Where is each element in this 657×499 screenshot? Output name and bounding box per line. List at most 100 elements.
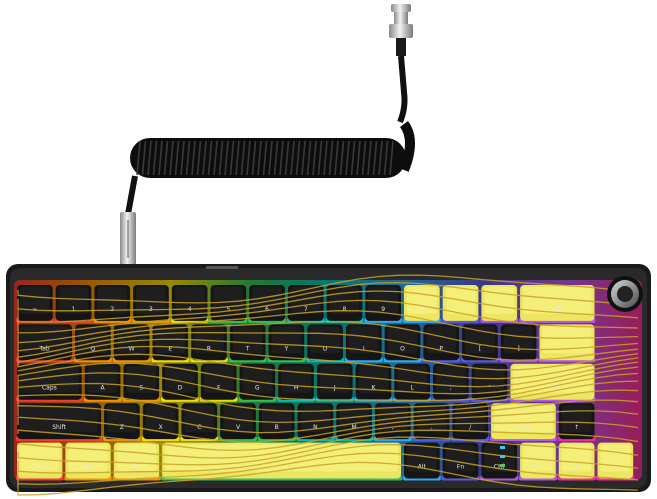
keycap[interactable]: Win	[64, 442, 112, 481]
keycap[interactable]: Ctrl	[480, 442, 519, 481]
keycap-legend: H	[294, 385, 299, 392]
wave-line	[17, 310, 639, 344]
keycap-legend: Enter	[544, 385, 561, 392]
keycap-legend: Tab	[38, 345, 49, 352]
keycap-legend: Win	[82, 464, 93, 471]
keycap[interactable]: I	[344, 324, 383, 363]
keycap-legend: Caps	[42, 385, 57, 392]
keycap-legend: .	[431, 424, 433, 431]
keycap-legend: A	[101, 385, 106, 392]
keycap[interactable]: ⌫	[519, 285, 596, 323]
wave-line	[17, 389, 639, 424]
keycap-legend: 7	[304, 306, 308, 313]
keycap-legend: E	[168, 345, 172, 352]
keycap[interactable]: 3	[132, 285, 170, 323]
keycap-legend: N	[313, 424, 318, 431]
keycap-legend: Fn	[457, 464, 464, 471]
keycap[interactable]: ,	[373, 403, 412, 442]
wave-line	[17, 345, 639, 380]
keycap[interactable]: 8	[325, 285, 364, 323]
wave-line	[17, 290, 639, 323]
keycap[interactable]: P	[422, 324, 461, 363]
keycap[interactable]: ~	[16, 285, 54, 323]
wave-line	[17, 461, 639, 496]
wave-line	[17, 372, 639, 402]
keycap-legend: F	[217, 385, 221, 392]
wave-line	[17, 452, 639, 485]
keycap-legend: R	[207, 345, 211, 352]
keycap-legend: X	[159, 424, 163, 431]
wave-line	[17, 362, 639, 395]
keycap-legend: -	[459, 306, 461, 313]
keycap[interactable]: D	[161, 363, 199, 402]
wave-line	[17, 443, 639, 474]
keycap[interactable]: ←	[519, 442, 557, 481]
wave-pattern	[17, 274, 639, 496]
keycap-legend: Shift	[52, 424, 66, 431]
keycap[interactable]: K	[354, 363, 393, 402]
keycap[interactable]: 5	[209, 285, 248, 323]
keycap[interactable]: H	[277, 363, 315, 402]
keycap[interactable]: R	[190, 324, 228, 363]
wave-line	[17, 429, 639, 459]
keycap-legend: V	[236, 424, 241, 431]
volume-knob[interactable]	[607, 276, 643, 312]
keycap-legend: ~	[32, 306, 37, 313]
keycap-legend: K	[372, 385, 377, 392]
wave-line	[17, 436, 639, 466]
keycap-legend: W	[129, 345, 135, 352]
keycap[interactable]: F	[199, 363, 238, 402]
keycap-legend: T	[245, 345, 250, 352]
keycap[interactable]: \	[538, 324, 596, 363]
keycap[interactable]: Shift	[490, 403, 557, 442]
wave-line	[17, 281, 639, 312]
keycap[interactable]: J	[315, 363, 354, 402]
keycap-legend: 2	[110, 306, 114, 313]
keycap[interactable]: -	[441, 285, 480, 323]
keycap-legend: G	[255, 385, 260, 392]
keycap-legend: →	[613, 464, 618, 471]
wave-line	[17, 321, 639, 352]
keycap[interactable]: Q	[74, 324, 112, 363]
wave-line	[17, 380, 639, 412]
keycap[interactable]: U	[306, 324, 344, 363]
keycap-legend: ↓	[574, 464, 579, 471]
keycap[interactable]: S	[122, 363, 161, 402]
keycap[interactable]: →	[596, 442, 635, 481]
keycap[interactable]: 1	[54, 285, 93, 323]
keycap-legend: 9	[381, 306, 385, 313]
keycap[interactable]: X	[141, 403, 180, 442]
keycap[interactable]: Alt	[403, 442, 441, 481]
wave-line	[17, 331, 639, 361]
keycap-legend: U	[323, 345, 327, 352]
keycap[interactable]: Z	[103, 403, 141, 442]
wave-line	[17, 399, 639, 434]
keycap-legend: Alt	[132, 464, 141, 471]
keycap[interactable]: B	[257, 403, 296, 442]
keycap[interactable]: ;	[432, 363, 470, 402]
keycap[interactable]: Shift	[16, 403, 103, 442]
keycap-legend: M	[352, 424, 357, 431]
keycap-legend: Shift	[517, 424, 531, 431]
keycap-legend: 8	[343, 306, 347, 313]
keycap[interactable]: ]	[499, 324, 538, 363]
keycap[interactable]: O	[383, 324, 422, 363]
keycap-legend: ⌫	[552, 306, 561, 313]
keycap[interactable]: .	[412, 403, 451, 442]
keycap[interactable]: ↓	[557, 442, 596, 481]
indicator-lights	[500, 446, 505, 467]
keycap[interactable]: Ctrl	[16, 442, 64, 481]
keycap-legend: S	[139, 385, 143, 392]
keycap-legend: 5	[226, 306, 230, 313]
keycap-legend: ↑	[574, 424, 579, 431]
keycap-legend: Alt	[418, 464, 427, 471]
keycap-legend: [	[479, 345, 481, 352]
keycap-legend: =	[497, 306, 502, 313]
keycap[interactable]: 0	[403, 285, 441, 323]
keycap-legend: '	[489, 385, 491, 392]
keycap[interactable]: ↑	[557, 403, 596, 442]
keycap[interactable]: Alt	[112, 442, 161, 481]
keycap-legend: ;	[450, 385, 452, 392]
keycap-legend: Ctrl	[494, 464, 505, 471]
keycap-legend: 1	[72, 306, 76, 313]
